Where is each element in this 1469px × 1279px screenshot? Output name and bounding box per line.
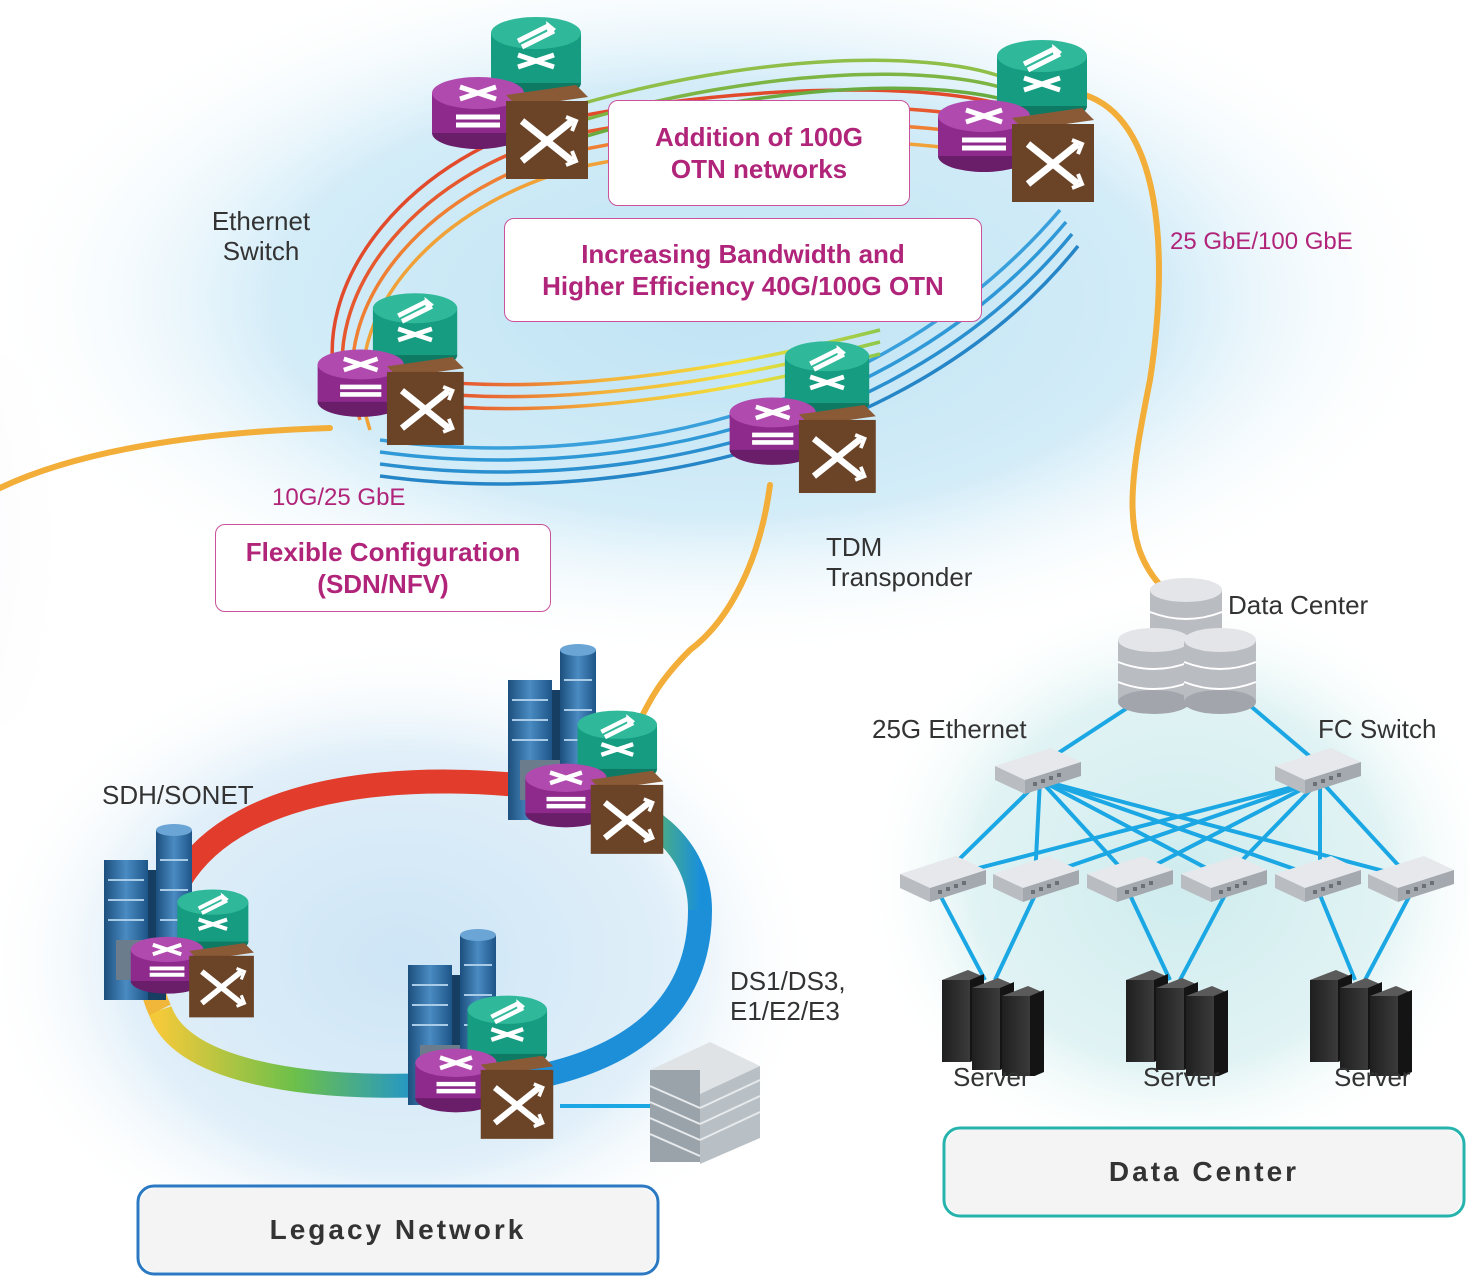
server-label-3: Server	[1334, 1062, 1411, 1092]
datacenter-section: Data Center	[946, 1130, 1462, 1214]
sdh-sonet-label: SDH/SONET	[102, 780, 254, 810]
callout-bandwidth: Increasing Bandwidth and Higher Efficien…	[504, 218, 982, 322]
fc-switch-label: FC Switch	[1318, 714, 1437, 744]
core-network-glow	[0, 0, 1460, 660]
ds-e-label: DS1/DS3, E1/E2/E3	[730, 966, 846, 1026]
legacy-section-border	[136, 1184, 660, 1276]
dc-database-left	[1117, 627, 1191, 715]
legacy-network-section: Legacy Network	[140, 1188, 656, 1272]
ethernet-switch-label: Ethernet Switch	[211, 206, 311, 266]
data-center-label: Data Center	[1228, 590, 1369, 620]
ds-e-multiplexer	[649, 1042, 761, 1164]
ethernet-25g-label: 25G Ethernet	[872, 714, 1027, 744]
dc-links	[938, 678, 1412, 981]
callout-100g-otn: Addition of 100G OTN networks	[608, 100, 910, 206]
access-link-rate: 10G/25 GbE	[272, 484, 406, 511]
callout-sdn-nfv: Flexible Configuration (SDN/NFV)	[215, 524, 551, 612]
orange-links	[0, 92, 1163, 723]
datacenter-section-border	[942, 1126, 1466, 1218]
server-label-2: Server	[1143, 1062, 1220, 1092]
dc-link-rate: 25 GbE/100 GbE	[1170, 228, 1353, 255]
server-label-1: Server	[953, 1062, 1030, 1092]
tdm-transponder-label: TDM Transponder	[826, 532, 973, 592]
dc-database-right	[1183, 627, 1257, 715]
